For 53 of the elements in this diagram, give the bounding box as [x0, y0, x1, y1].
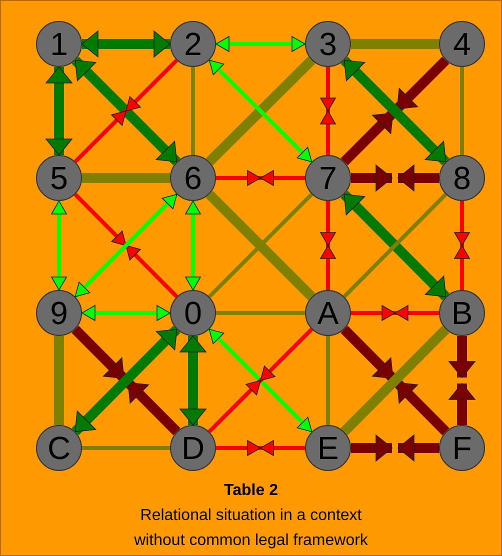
arrow: [320, 110, 336, 155]
caption: Relational situation in a context without common legal framework: [133, 506, 369, 551]
connector-line: [216, 311, 305, 315]
arrow: [448, 336, 476, 378]
arrow: [72, 326, 128, 382]
arrow: [320, 67, 336, 112]
arrow: [208, 328, 314, 434]
arrow: [82, 30, 170, 58]
arrow: [394, 305, 439, 321]
arrow: [74, 192, 128, 247]
arrow: [46, 66, 72, 156]
connector-line: [191, 67, 195, 155]
arrow: [72, 326, 180, 436]
arrow: [454, 201, 470, 246]
arrow: [72, 56, 180, 166]
connector-line: [460, 67, 464, 155]
arrow: [340, 110, 396, 166]
arrow: [208, 379, 262, 434]
arrow: [124, 379, 180, 436]
connector-line: [340, 326, 450, 436]
arrow: [82, 305, 170, 321]
arrow: [74, 192, 178, 298]
arrow: [185, 200, 201, 290]
arrow: [260, 440, 305, 456]
table-title: Table 2: [224, 481, 278, 501]
arrow: [216, 36, 306, 52]
arrow: [320, 201, 336, 246]
arrow: [398, 164, 439, 192]
arrow: [398, 434, 439, 462]
connector-line: [326, 336, 330, 425]
arrow: [340, 56, 450, 166]
arrow: [216, 440, 261, 456]
arrow: [216, 170, 261, 186]
arrow: [394, 379, 450, 436]
arrow: [351, 434, 392, 462]
arrow: [448, 383, 476, 425]
arrow: [124, 58, 178, 112]
arrow: [259, 328, 314, 382]
connector-line: [82, 173, 170, 183]
arrow: [394, 56, 450, 112]
arrow: [351, 305, 396, 321]
arrow: [260, 170, 305, 186]
connector-line: [351, 39, 439, 49]
arrow: [320, 245, 336, 290]
arrow: [74, 110, 128, 164]
arrow: [351, 164, 392, 192]
arrow: [124, 244, 178, 298]
arrow: [340, 326, 396, 382]
connector-line: [82, 446, 170, 450]
arrow: [180, 336, 206, 426]
connector-line: [54, 336, 64, 425]
arrow: [51, 200, 67, 290]
arrow: [454, 245, 470, 290]
